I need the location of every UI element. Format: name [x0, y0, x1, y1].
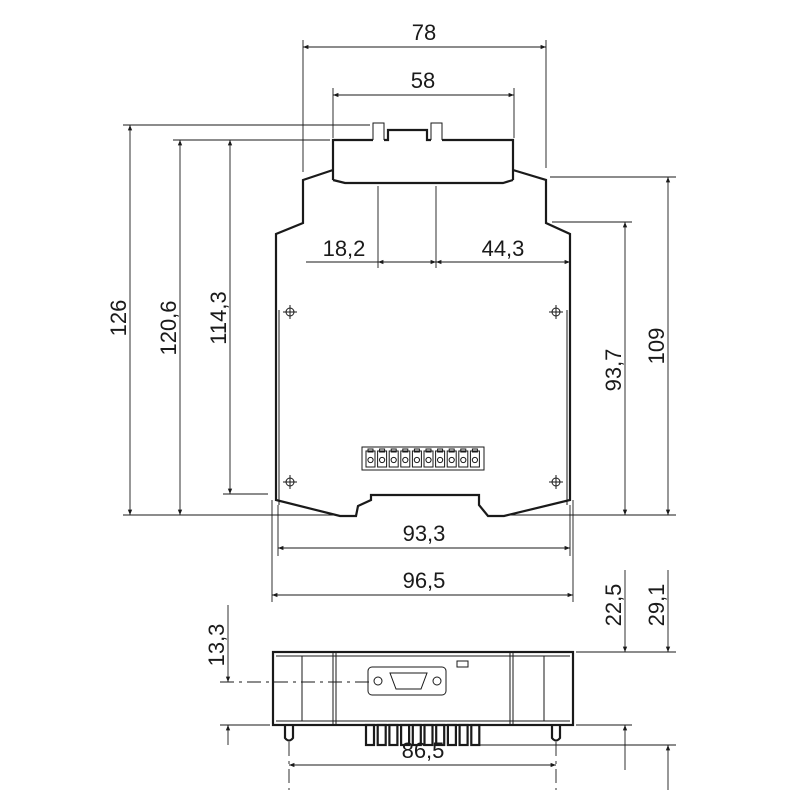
terminal-pin [364, 723, 376, 747]
screw-icon [283, 305, 297, 319]
terminal [411, 448, 422, 468]
terminal-pin [446, 723, 457, 747]
screw-icon [283, 475, 297, 489]
dim-label: 58 [411, 68, 435, 93]
screw-markers [283, 305, 563, 489]
terminal [458, 448, 469, 468]
terminal [400, 448, 411, 468]
screw-icon [549, 305, 563, 319]
dim-label: 86,5 [402, 738, 445, 763]
terminal-pin [435, 723, 446, 747]
led-indicator [456, 660, 469, 668]
terminal-pin [423, 723, 434, 747]
terminal-pin [458, 723, 469, 747]
dim-label: 44,3 [482, 236, 525, 261]
dim-label: 29,1 [644, 584, 669, 627]
front-view: 78 58 18,2 44,3 126 120,6 114,3 109 93,7… [106, 20, 676, 602]
dim-label: 18,2 [323, 236, 366, 261]
terminal-pin [470, 723, 481, 747]
top-module [331, 122, 515, 185]
dim-label: 93,3 [403, 521, 446, 546]
dim-label: 120,6 [156, 300, 181, 355]
dim-label: 22,5 [601, 584, 626, 627]
terminal-block [361, 446, 485, 471]
terminal [365, 448, 376, 468]
terminal-pin [376, 723, 387, 747]
dim-label: 93,7 [601, 349, 626, 392]
housing-outline [274, 168, 572, 518]
terminal-pin [400, 723, 411, 747]
terminal [446, 448, 457, 468]
terminal-pins [364, 723, 481, 747]
dim-label: 126 [106, 300, 131, 337]
terminal [469, 448, 480, 468]
terminal [377, 448, 388, 468]
dim-label: 96,5 [403, 568, 446, 593]
terminal-pin [388, 723, 399, 747]
terminal-pin [411, 723, 422, 747]
dim-label: 114,3 [206, 291, 231, 344]
screw-icon [549, 475, 563, 489]
terminal [435, 448, 446, 468]
dim-label: 109 [644, 328, 669, 365]
dim-label: 13,3 [204, 624, 229, 667]
bottom-view: 13,3 22,5 29,1 86,5 [204, 570, 676, 790]
dim-label: 78 [412, 20, 436, 45]
terminal [423, 448, 434, 468]
terminal [388, 448, 399, 468]
sub-d-connector [367, 666, 447, 696]
